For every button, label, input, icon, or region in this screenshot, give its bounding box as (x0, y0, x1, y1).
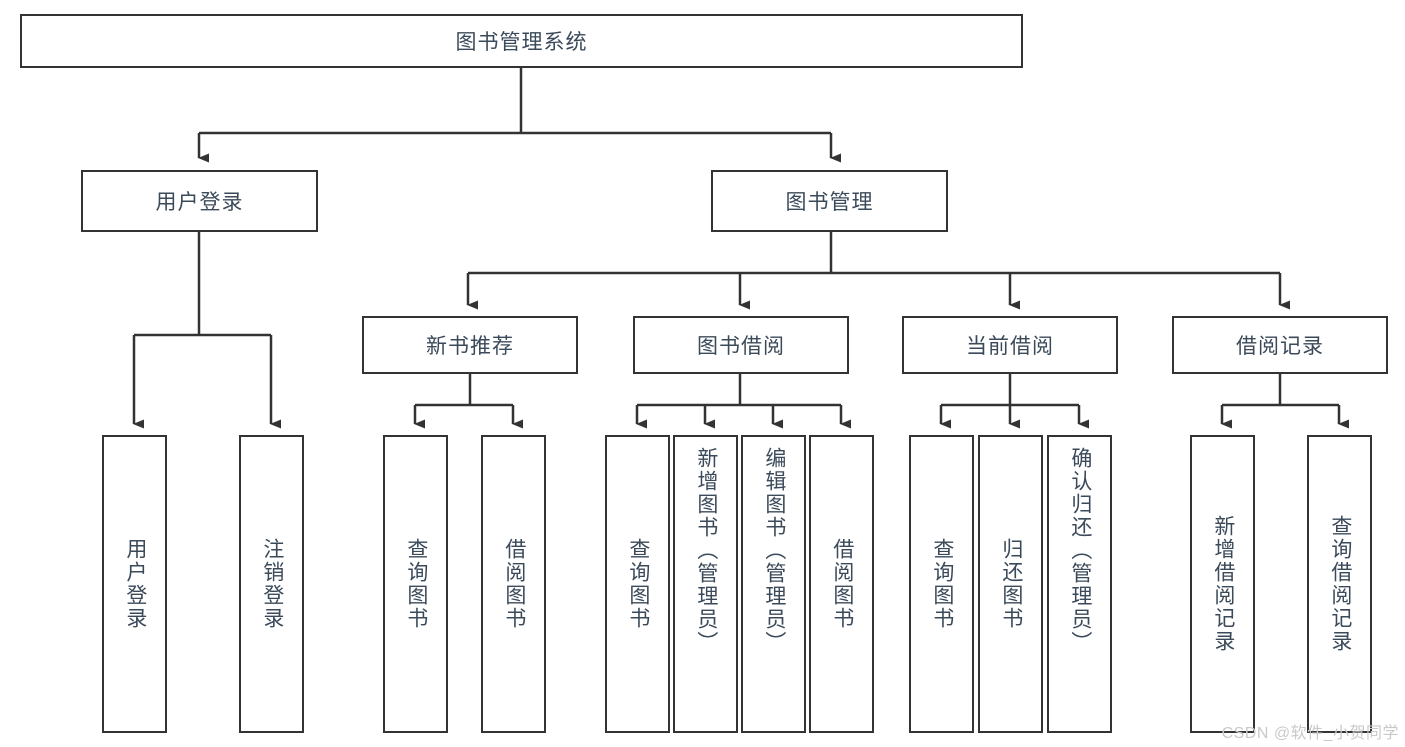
node-book-management-label: 图书管理 (785, 191, 874, 214)
leaf-label: 用户登录 (123, 538, 147, 630)
leaf-recommend-borrow-book[interactable]: 借阅图书 (481, 435, 546, 733)
leaf-borrow-add-book-admin[interactable]: 新增图书（管理员） (673, 435, 738, 733)
node-root[interactable]: 图书管理系统 (20, 14, 1023, 68)
node-borrow-record-label: 借阅记录 (1236, 335, 1324, 358)
node-current-borrow-label: 当前借阅 (966, 335, 1054, 358)
node-current-borrow[interactable]: 当前借阅 (902, 316, 1118, 374)
leaf-current-return-book[interactable]: 归还图书 (978, 435, 1043, 733)
leaf-user-login-signin[interactable]: 用户登录 (102, 435, 167, 733)
leaf-record-add-record[interactable]: 新增借阅记录 (1190, 435, 1255, 733)
leaf-label: 借阅图书 (830, 538, 854, 630)
leaf-borrow-borrow-book[interactable]: 借阅图书 (809, 435, 874, 733)
node-new-book-recommend-label: 新书推荐 (426, 335, 514, 358)
node-book-management[interactable]: 图书管理 (711, 170, 948, 232)
node-new-book-recommend[interactable]: 新书推荐 (362, 316, 578, 374)
node-book-borrow-label: 图书借阅 (697, 335, 785, 358)
leaf-user-login-signout[interactable]: 注销登录 (239, 435, 304, 733)
leaf-recommend-query-book[interactable]: 查询图书 (383, 435, 448, 733)
leaf-label: 归还图书 (999, 538, 1023, 630)
leaf-label: 查询图书 (626, 538, 650, 630)
leaf-current-confirm-return-admin[interactable]: 确认归还（管理员） (1047, 435, 1112, 733)
leaf-label: 查询图书 (404, 538, 428, 630)
leaf-label: 新增图书（管理员） (694, 447, 718, 654)
leaf-label: 新增借阅记录 (1211, 515, 1235, 653)
node-root-label: 图书管理系统 (455, 31, 588, 54)
leaf-current-query-book[interactable]: 查询图书 (909, 435, 974, 733)
leaf-label: 编辑图书（管理员） (762, 447, 786, 654)
node-user-login[interactable]: 用户登录 (81, 170, 318, 232)
leaf-borrow-edit-book-admin[interactable]: 编辑图书（管理员） (741, 435, 806, 733)
leaf-label: 借阅图书 (502, 538, 526, 630)
leaf-borrow-query-book[interactable]: 查询图书 (605, 435, 670, 733)
leaf-label: 查询图书 (930, 538, 954, 630)
watermark: CSDN @软件_小贺同学 (1221, 725, 1399, 742)
node-borrow-record[interactable]: 借阅记录 (1172, 316, 1388, 374)
leaf-label: 查询借阅记录 (1328, 515, 1352, 653)
node-book-borrow[interactable]: 图书借阅 (633, 316, 849, 374)
leaf-record-query-record[interactable]: 查询借阅记录 (1307, 435, 1372, 733)
leaf-label: 注销登录 (260, 538, 284, 630)
node-user-login-label: 用户登录 (155, 191, 244, 214)
leaf-label: 确认归还（管理员） (1068, 447, 1092, 654)
